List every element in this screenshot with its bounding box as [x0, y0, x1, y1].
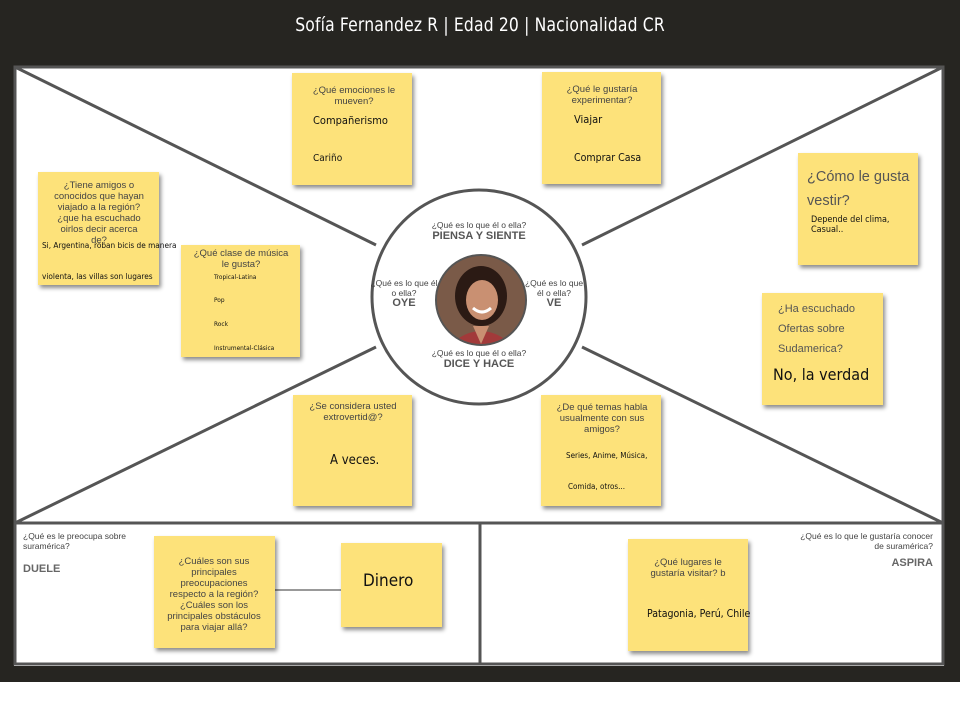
note-musica-question: ¿Qué clase de música le gusta? — [193, 248, 289, 270]
note-ofertas-answer: No, la verdad — [773, 365, 870, 384]
note-vestir-question: ¿Cómo le gusta vestir? — [807, 169, 910, 209]
note-lugares-question: ¿Qué lugares le gustaría visitar? b — [650, 557, 726, 579]
bottom-strip — [0, 682, 960, 716]
note-musica-item-1: Tropical-Latina — [214, 273, 257, 281]
note-emociones: ¿Qué emociones le mueven? Compañerismo C… — [292, 73, 412, 185]
note-musica-item-3: Rock — [214, 320, 228, 328]
aspira-label: ASPIRA — [891, 557, 933, 569]
note-vestir-answer: Depende del clima, Casual.. — [811, 215, 890, 235]
note-lugares: ¿Qué lugares le gustaría visitar? b Pata… — [628, 539, 751, 651]
ve-label: VE — [546, 297, 562, 309]
note-vestir: ¿Cómo le gusta vestir? Depende del clima… — [798, 153, 918, 265]
persona-photo — [435, 254, 527, 346]
note-experimentar-answer-2: Comprar Casa — [574, 152, 642, 164]
note-emociones-answer-2: Cariño — [313, 153, 343, 164]
duele-question: ¿Qué es le preocupa sobre suramérica? — [23, 531, 127, 551]
note-experimentar-answer-1: Viajar — [574, 113, 603, 126]
oye-label: OYE — [392, 297, 416, 309]
note-musica-item-2: Pop — [214, 296, 225, 304]
note-ofertas-question-1: ¿Ha escuchado — [778, 303, 856, 315]
note-preocupaciones: ¿Cuáles son sus principales preocupacion… — [154, 536, 275, 648]
ve-question: ¿Qué es lo que él o ella? — [524, 278, 584, 298]
note-temas-answer-2: Comida, otros... — [568, 482, 626, 491]
note-extrovertido: ¿Se considera usted extrovertid@? A vece… — [293, 395, 412, 506]
dice-label: DICE Y HACE — [443, 358, 515, 370]
note-ofertas-question-3: Sudamerica? — [778, 343, 843, 355]
note-emociones-answer-1: Compañerismo — [313, 114, 388, 127]
note-ofertas: ¿Ha escuchado Ofertas sobre Sudamerica? … — [762, 293, 883, 405]
note-dinero: Dinero — [341, 543, 442, 627]
note-ofertas-question-2: Ofertas sobre — [778, 323, 845, 335]
dice-question: ¿Qué es lo que él o ella? — [431, 348, 527, 358]
note-amigos-question: ¿Tiene amigos o conocidos que hayan viaj… — [54, 180, 144, 246]
page-title: Sofía Fernandez R | Edad 20 | Nacionalid… — [295, 14, 665, 36]
note-amigos: ¿Tiene amigos o conocidos que hayan viaj… — [38, 172, 177, 285]
note-preocupaciones-question: ¿Cuáles son sus principales preocupacion… — [167, 556, 261, 633]
note-temas-answer-1: Series, Anime, Música, — [566, 451, 648, 460]
note-experimentar-question: ¿Qué le gustaría experimentar? — [566, 84, 638, 106]
piensa-label: PIENSA Y SIENTE — [432, 230, 526, 242]
note-temas: ¿De qué temas habla usualmente con sus a… — [541, 395, 661, 506]
note-extrovertido-answer: A veces. — [330, 453, 380, 468]
note-lugares-answer: Patagonia, Perú, Chile — [647, 608, 751, 620]
note-experimentar: ¿Qué le gustaría experimentar? Viajar Co… — [542, 72, 661, 184]
note-amigos-answer-1: Si, Argentina, roban bicis de manera — [42, 240, 177, 250]
note-amigos-answer-2: violenta, las villas son lugares — [42, 271, 153, 281]
duele-label: DUELE — [23, 563, 61, 575]
note-emociones-question: ¿Qué emociones le mueven? — [312, 85, 396, 107]
note-extrovertido-question: ¿Se considera usted extrovertid@? — [309, 401, 397, 423]
note-musica: ¿Qué clase de música le gusta? Tropical-… — [181, 245, 300, 357]
note-musica-item-4: Instrumental-Clásica — [214, 344, 275, 352]
oye-question: ¿Qué es lo que él o ella? — [370, 278, 438, 298]
note-dinero-text: Dinero — [363, 571, 414, 591]
note-temas-question: ¿De qué temas habla usualmente con sus a… — [556, 402, 648, 435]
piensa-question: ¿Qué es lo que él o ella? — [431, 220, 527, 230]
aspira-question: ¿Qué es lo que le gustaría conocer de su… — [800, 531, 933, 551]
